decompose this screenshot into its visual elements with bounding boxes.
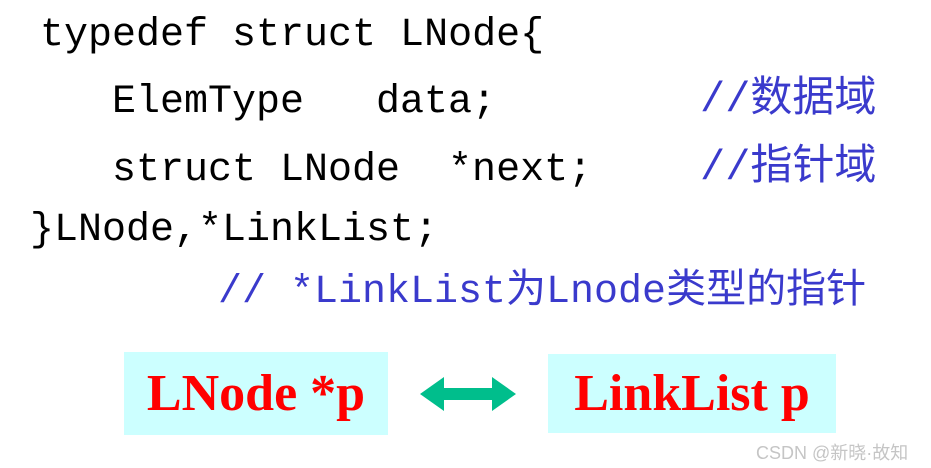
double-arrow-icon — [420, 375, 516, 413]
linklist-box: LinkList p — [548, 354, 836, 433]
comment-pointer-field: //指针域 — [700, 144, 877, 192]
code-line-struct-next: struct LNode *next; — [112, 148, 593, 193]
comment-data-field: //数据域 — [700, 76, 877, 124]
lnode-pointer-box: LNode *p — [124, 352, 388, 435]
code-line-typedef: typedef struct LNode{ — [40, 13, 545, 58]
lnode-pointer-label: LNode *p — [146, 365, 366, 422]
csdn-watermark: CSDN @新晓·故知 — [756, 443, 909, 463]
code-line-typedef-close: }LNode,*LinkList; — [30, 208, 439, 253]
code-line-elemtype-data: ElemType data; — [112, 80, 497, 125]
linklist-label: LinkList p — [574, 365, 810, 422]
comment-linklist-explanation: // *LinkList为Lnode类型的指针 — [218, 270, 867, 315]
